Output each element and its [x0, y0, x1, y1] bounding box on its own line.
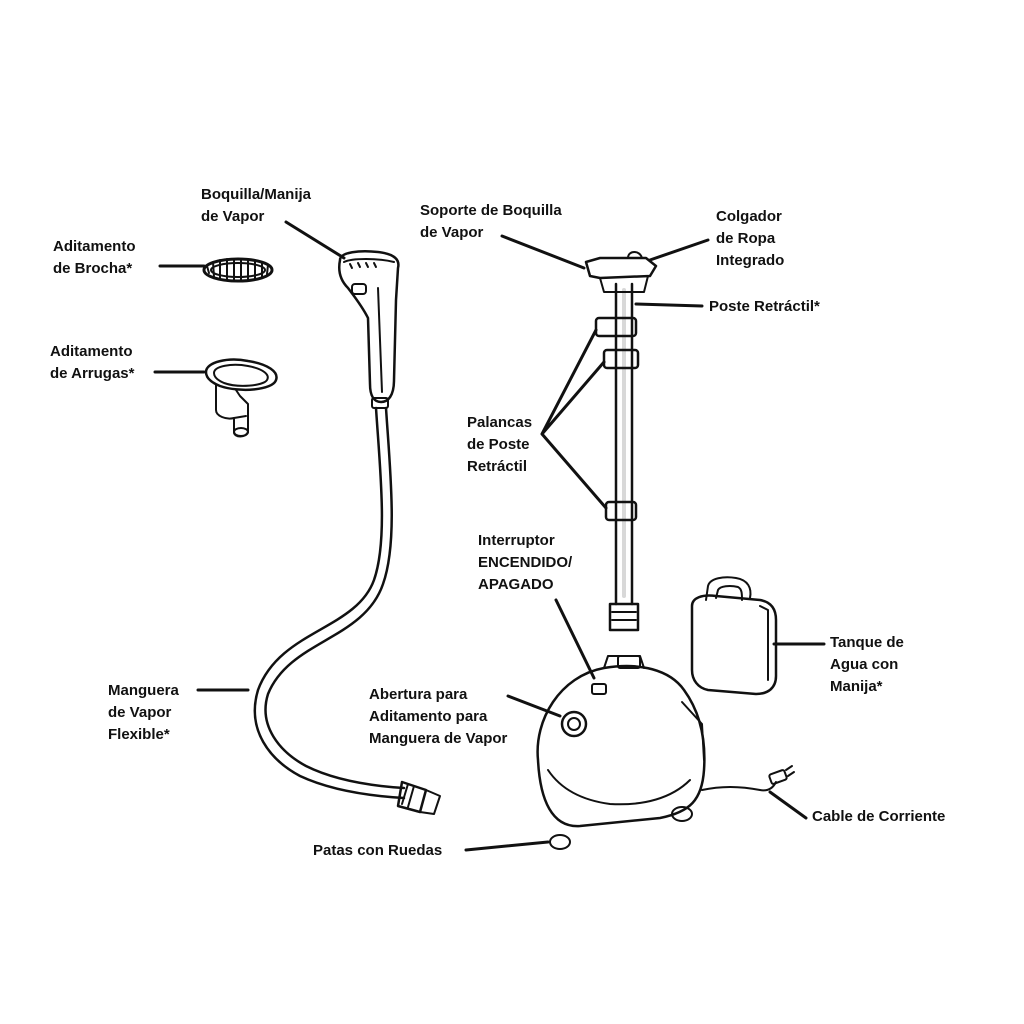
label-line: Cable de Corriente — [812, 808, 946, 825]
label-interruptor: Interruptor ENCENDIDO/ APAGADO — [478, 530, 572, 596]
label-line: Colgador — [716, 208, 782, 225]
wrinkle-attachment — [204, 358, 278, 438]
power-cord — [701, 765, 795, 792]
label-line: Interruptor — [478, 532, 555, 549]
label-palancas-poste: Palancas de Poste Retráctil — [467, 412, 532, 478]
steam-nozzle-handle — [338, 250, 400, 409]
label-patas-ruedas: Patas con Ruedas — [313, 840, 442, 862]
label-line: Patas con Ruedas — [313, 842, 443, 859]
label-manguera-vapor: Manguera de Vapor Flexible* — [108, 680, 179, 746]
label-line: Manija* — [830, 678, 883, 695]
label-line: de Ropa — [716, 230, 776, 247]
label-line: Retráctil — [467, 458, 528, 475]
label-line: Aditamento — [50, 343, 133, 360]
label-aditamento-arrugas: Aditamento de Arrugas* — [50, 341, 134, 385]
water-tank — [690, 576, 778, 696]
label-line: Soporte de Boquilla — [420, 202, 562, 219]
label-line: Abertura para — [369, 686, 468, 703]
label-line: Aditamento para — [369, 708, 488, 725]
label-line: Aditamento — [53, 238, 136, 255]
label-abertura-aditamento: Abertura para Aditamento para Manguera d… — [369, 684, 507, 750]
label-line: de Brocha* — [53, 260, 133, 277]
brush-attachment — [202, 257, 274, 283]
label-aditamento-brocha: Aditamento de Brocha* — [53, 236, 136, 280]
leader-interruptor — [554, 598, 596, 680]
leader-cable — [768, 790, 808, 820]
label-line: Poste Retráctil* — [709, 298, 820, 315]
label-line: Manguera — [108, 682, 179, 699]
label-line: de Arrugas* — [50, 365, 135, 382]
leader-boquilla — [284, 220, 346, 260]
label-line: Agua con — [830, 656, 899, 673]
label-line: Flexible* — [108, 726, 170, 743]
label-line: de Vapor — [108, 704, 172, 721]
leader-colgador — [648, 238, 710, 262]
label-line: de Poste — [467, 436, 530, 453]
label-line: APAGADO — [478, 576, 554, 593]
label-cable-corriente: Cable de Corriente — [812, 806, 945, 828]
leader-soporte — [500, 234, 586, 270]
label-colgador-ropa: Colgador de Ropa Integrado — [716, 206, 784, 272]
retractable-pole — [594, 282, 640, 632]
leader-patas — [464, 840, 550, 852]
label-soporte-boquilla: Soporte de Boquilla de Vapor — [420, 200, 562, 244]
label-line: ENCENDIDO/ — [478, 554, 573, 571]
label-line: de Vapor — [201, 208, 265, 225]
label-line: Tanque de — [830, 634, 904, 651]
leader-palancas — [540, 328, 608, 510]
label-line: Integrado — [716, 252, 785, 269]
label-boquilla-manija: Boquilla/Manija de Vapor — [201, 184, 311, 228]
flexible-hose — [253, 406, 441, 815]
label-line: Manguera de Vapor — [369, 730, 508, 747]
label-line: Palancas — [467, 414, 533, 431]
leader-lines — [153, 220, 826, 852]
nozzle-holder-hanger — [584, 251, 658, 293]
label-line: Boquilla/Manija — [201, 186, 312, 203]
label-line: de Vapor — [420, 224, 484, 241]
steamer-base — [536, 655, 706, 850]
label-tanque-agua: Tanque de Agua con Manija* — [830, 632, 904, 698]
leader-poste — [634, 302, 704, 308]
leader-abertura — [506, 694, 562, 718]
label-poste-retractil: Poste Retráctil* — [709, 296, 820, 318]
